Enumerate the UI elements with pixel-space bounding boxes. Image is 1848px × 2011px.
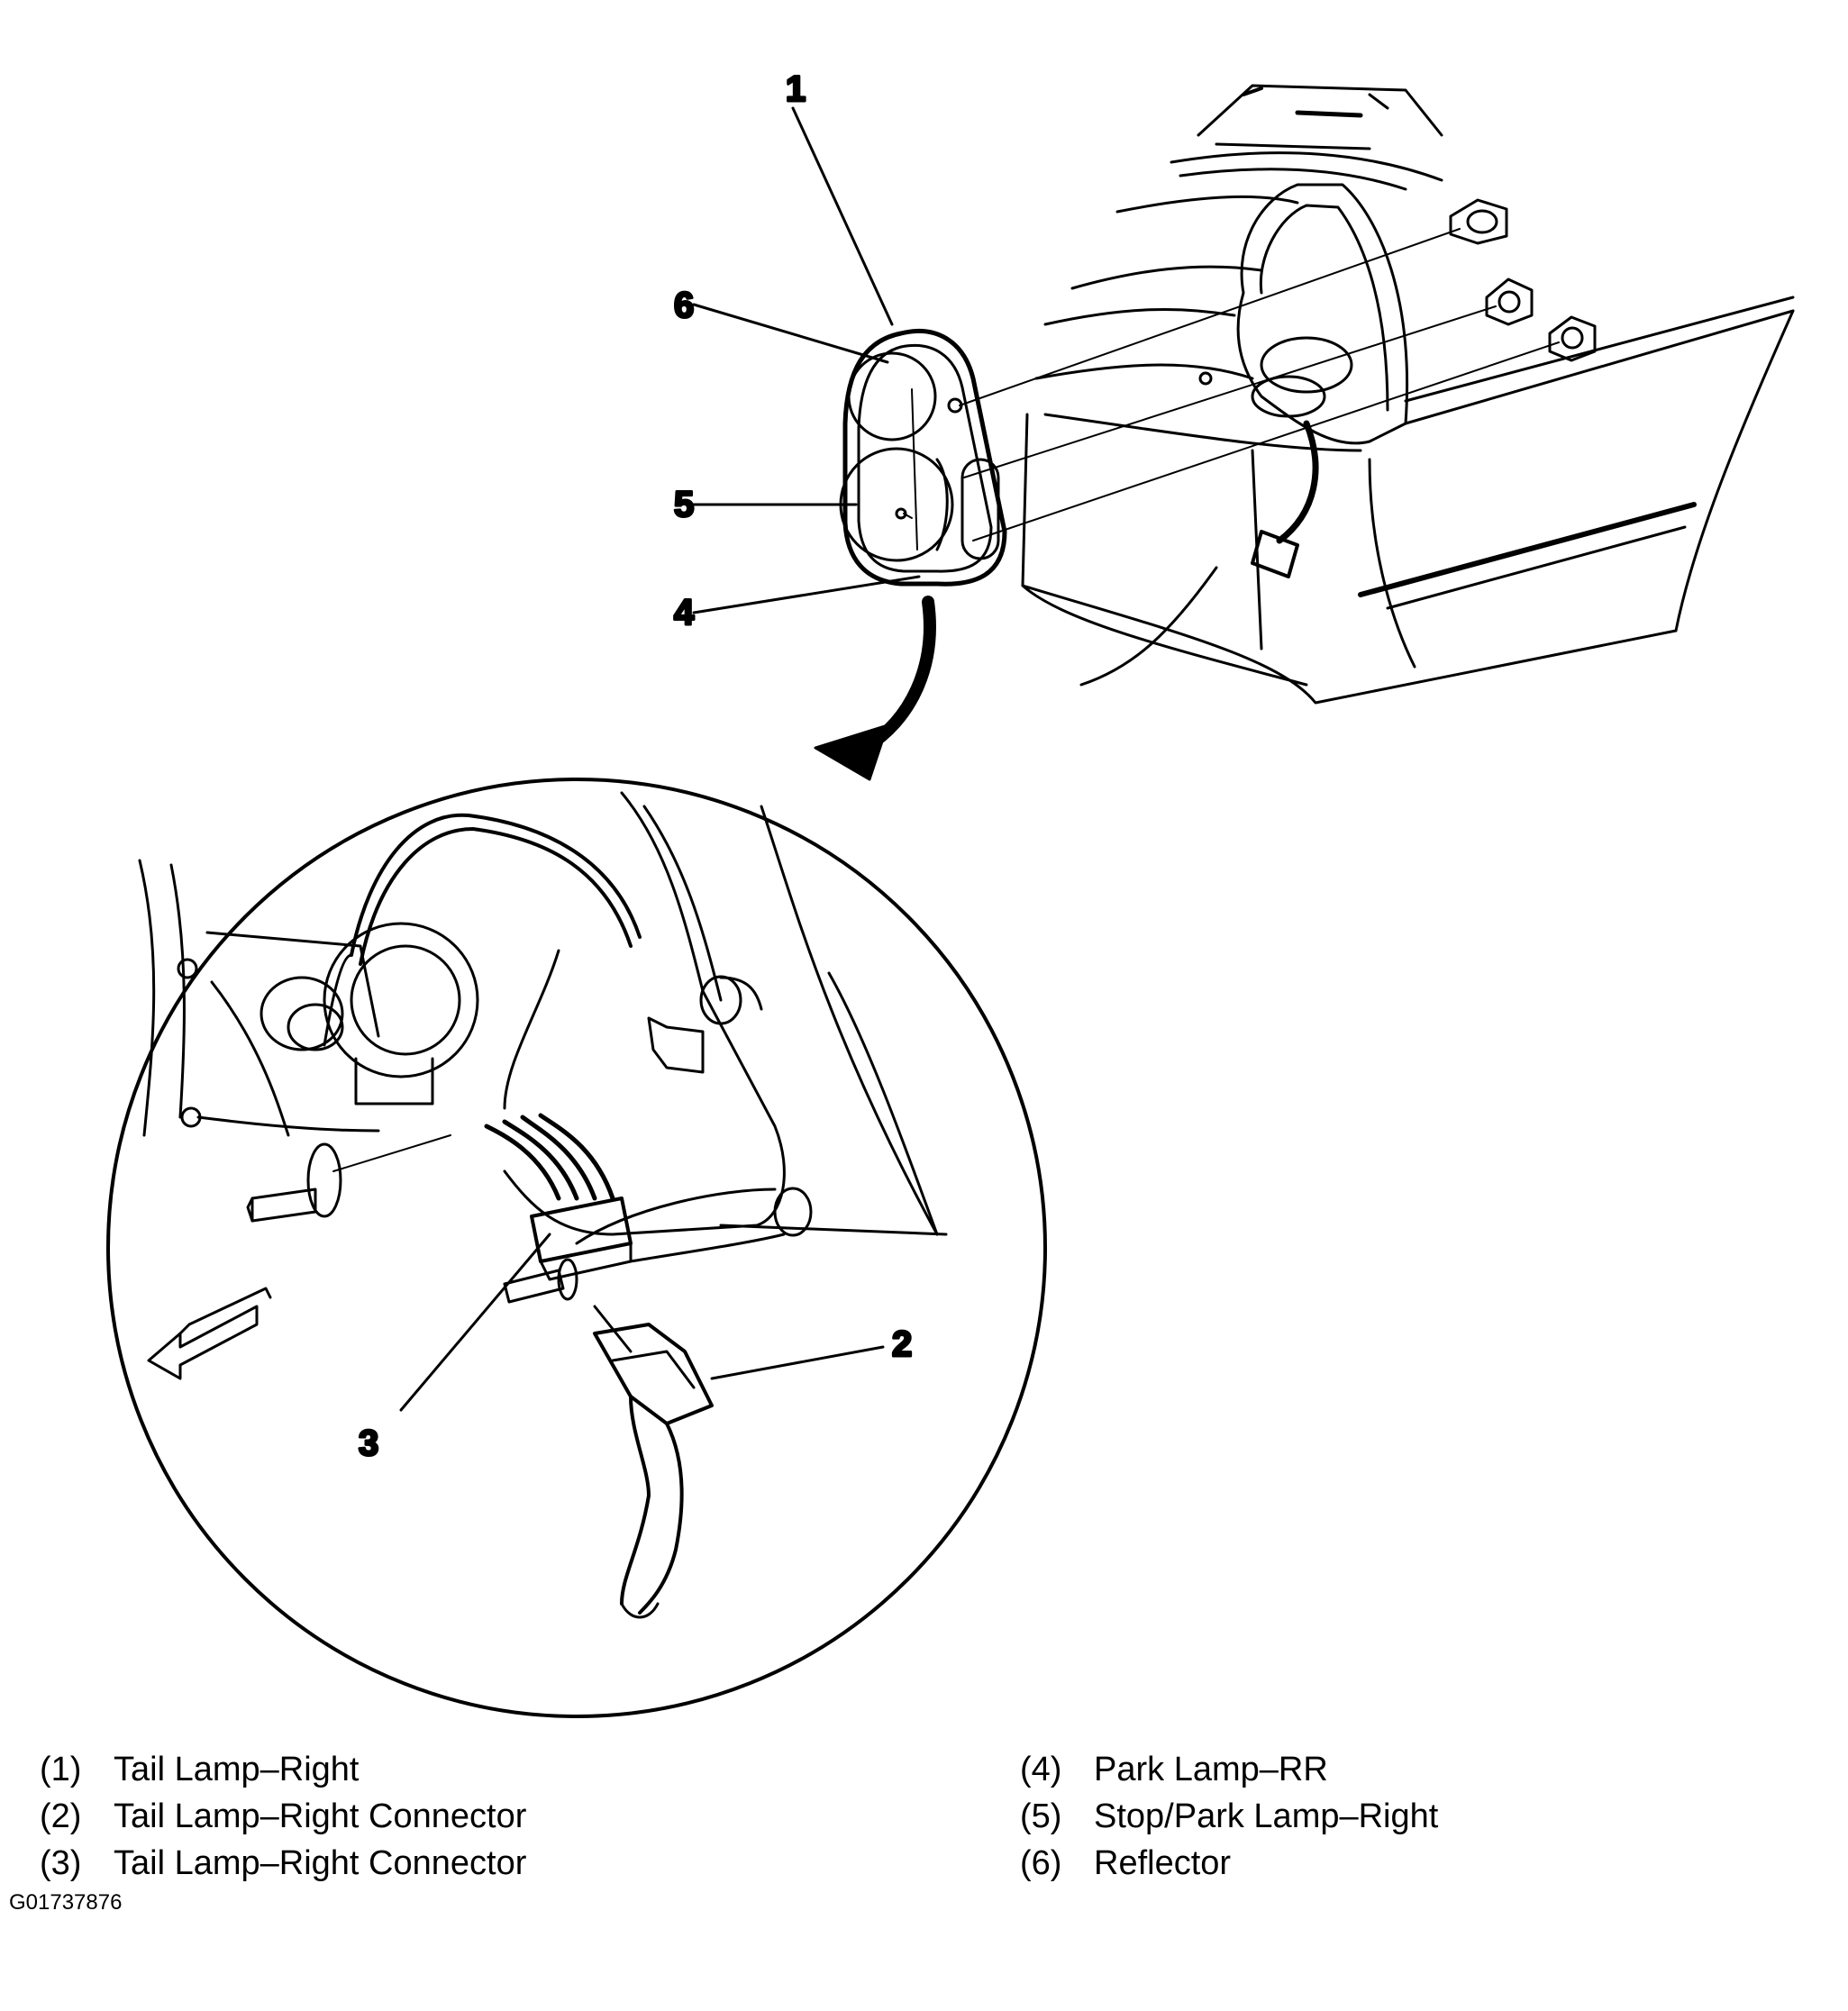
legend-label: Park Lamp–RR	[1094, 1751, 1328, 1788]
detail-view-circle	[106, 778, 1047, 1718]
legend-number: (2)	[40, 1797, 82, 1835]
callout-2: 2	[892, 1324, 912, 1364]
bulb-socket-right	[647, 975, 763, 1074]
nut-top	[1449, 198, 1508, 245]
callout-6: 6	[674, 286, 694, 325]
legend-item: (1) Tail Lamp–Right	[40, 1746, 526, 1793]
connector-2	[593, 1305, 714, 1619]
callout-3: 3	[359, 1424, 378, 1463]
reflector-lens	[847, 351, 937, 441]
legend-number: (3)	[40, 1844, 82, 1882]
legend-label: Stop/Park Lamp–Right	[1094, 1797, 1439, 1835]
forward-direction-arrow	[147, 1287, 272, 1380]
legend-right-column: (4) Park Lamp–RR (5) Stop/Park Lamp–Righ…	[1020, 1746, 1438, 1887]
bolt-left	[246, 1134, 451, 1223]
park-lamp-lens	[960, 458, 1000, 560]
bulb-socket-left	[259, 922, 479, 1106]
nut-middle	[1485, 278, 1534, 326]
callout-4: 4	[674, 593, 695, 632]
legend-number: (6)	[1020, 1844, 1062, 1882]
legend-label: Tail Lamp–Right Connector	[114, 1844, 527, 1882]
legend-number: (5)	[1020, 1797, 1062, 1835]
legend-label: Tail Lamp–Right	[114, 1751, 360, 1788]
legend-item: (6) Reflector	[1020, 1840, 1438, 1887]
bolt-lower	[503, 1258, 578, 1304]
legend-item: (4) Park Lamp–RR	[1020, 1746, 1438, 1793]
nut-bottom	[1548, 315, 1597, 362]
legend-left-column: (1) Tail Lamp–Right (2) Tail Lamp–Right …	[40, 1746, 526, 1887]
legend-item: (2) Tail Lamp–Right Connector	[40, 1793, 526, 1840]
vehicle-rear-quarter	[959, 84, 1795, 705]
detail-arrow	[814, 596, 936, 781]
callout-5: 5	[674, 485, 694, 524]
legend-item: (5) Stop/Park Lamp–Right	[1020, 1793, 1438, 1840]
connector-3	[530, 1197, 633, 1281]
legend-item: (3) Tail Lamp–Right Connector	[40, 1840, 526, 1887]
callout-1: 1	[786, 69, 806, 109]
legend-label: Reflector	[1094, 1844, 1232, 1882]
legend-number: (1)	[40, 1751, 82, 1788]
legend-number: (4)	[1020, 1751, 1062, 1788]
figure-id: G01737876	[9, 1890, 123, 1915]
tail-lamp-assembly	[839, 328, 1007, 587]
legend-label: Tail Lamp–Right Connector	[114, 1797, 527, 1835]
